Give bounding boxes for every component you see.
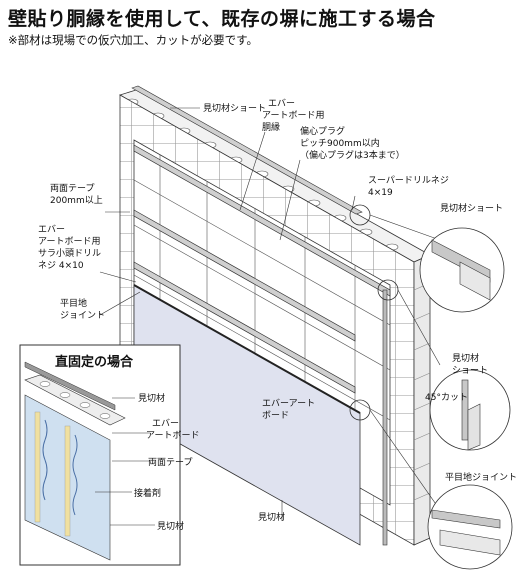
inset-label-mikiri-top: 見切材 <box>138 392 165 404</box>
label-ever-board-dobuchi-1: エバー <box>268 98 295 109</box>
label-sara-drill-4: ネジ 4×10 <box>38 260 84 271</box>
label-heimoku-joint-1: 平目地 <box>60 297 87 309</box>
label-ever-art-board-1: エバーアート <box>262 398 315 409</box>
detail-heimoku-joint <box>427 484 513 570</box>
label-ever-art-board-2: ボード <box>262 410 289 421</box>
detail-45-cut <box>429 369 511 451</box>
label-detail-heimoku: 平目地ジョイント <box>445 471 517 483</box>
label-detail-mikiri-short: 見切材ショート <box>440 202 503 214</box>
label-detail-45cut: 45°カット <box>425 392 468 403</box>
label-ryomen-tape-1: 両面テープ <box>50 183 94 194</box>
label-super-drill-2: 4×19 <box>368 188 393 198</box>
label-sara-drill-1: エバー <box>38 224 65 235</box>
label-sara-drill-3: サラ小頭ドリル <box>38 248 101 259</box>
label-sara-drill-2: アートボード用 <box>38 236 100 247</box>
label-super-drill-1: スーパードリルネジ <box>368 175 449 186</box>
page-title: 壁貼り胴縁を使用して、既存の塀に施工する場合 <box>8 8 436 30</box>
label-shinplug-1: 偏心プラグ <box>300 125 345 137</box>
label-shinplug-2: ピッチ900mm以内 <box>300 137 380 149</box>
label-heimoku-joint-2: ジョイント <box>60 311 105 321</box>
inset-label-mikiri-bottom: 見切材 <box>157 520 184 532</box>
label-ever-board-dobuchi-2: アートボード用 <box>262 110 324 121</box>
label-shinplug-3: （偏心プラグは3本まで） <box>300 149 405 161</box>
inset-label-ever-board-2: アートボード <box>146 430 199 441</box>
inset-label-ryomen-tape: 両面テープ <box>148 457 192 468</box>
inset-label-setchakuzai: 接着剤 <box>134 487 161 499</box>
inset-direct-fix <box>19 344 181 566</box>
label-detail-mikiri-short2-2: ショート <box>452 366 488 376</box>
detail-mikiri-short <box>419 227 505 313</box>
inset-title: 直固定の場合 <box>55 354 134 370</box>
label-mikiri-short-top: 見切材ショート <box>203 102 266 114</box>
label-detail-mikiri-short2-1: 見切材 <box>452 352 479 364</box>
top-trim-short <box>131 85 363 215</box>
inset-label-ever-board-1: エバー <box>152 418 179 429</box>
label-ryomen-tape-2: 200mm以上 <box>50 195 103 206</box>
label-ever-board-dobuchi-3: 胴縁 <box>262 121 280 133</box>
page-subtitle: ※部材は現場での仮穴加工、カットが必要です。 <box>8 33 258 47</box>
label-mikiri-bottom: 見切材 <box>258 511 285 523</box>
vertical-trim-right <box>382 289 388 546</box>
